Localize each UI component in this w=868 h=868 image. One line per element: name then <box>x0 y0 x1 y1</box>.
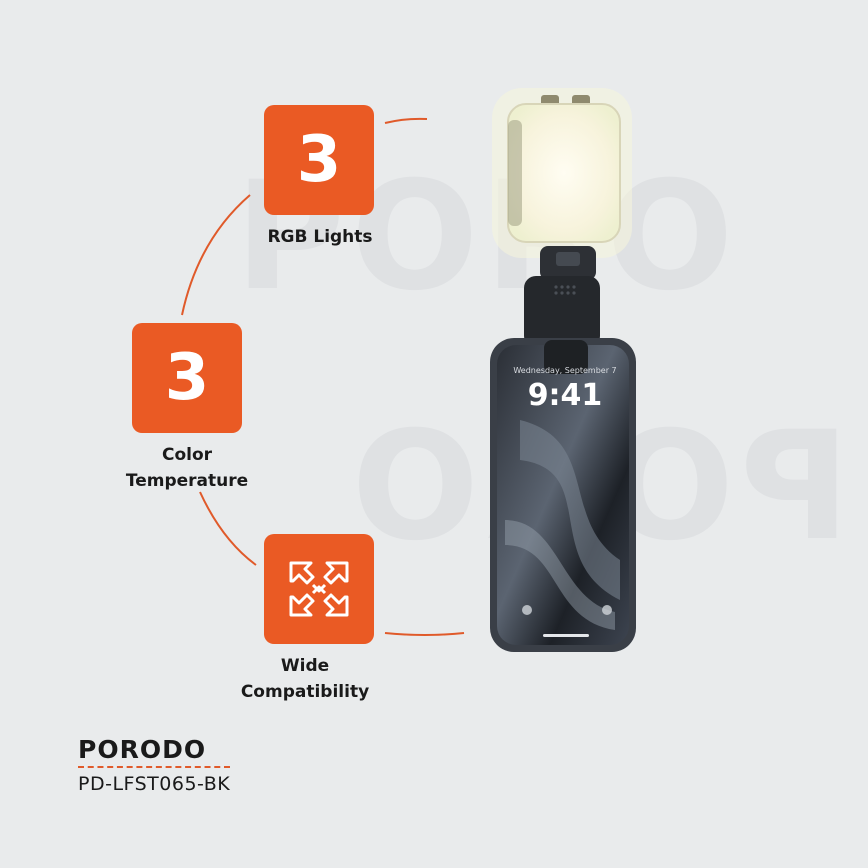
wide-compatibility-label-line1: Wide <box>280 656 330 676</box>
rgb-lights-count: 3 <box>296 123 342 197</box>
wide-compatibility-label-line2: Compatibility <box>240 682 370 702</box>
color-temperature-badge: 3 <box>132 323 242 433</box>
color-temperature-label-line2: Temperature <box>125 471 249 491</box>
wide-compatibility-badge <box>264 534 374 644</box>
flashlight-icon <box>522 605 532 615</box>
phone-date: Wednesday, September 7 <box>513 366 617 375</box>
phone-home-bar <box>543 634 589 637</box>
light-panel <box>507 103 621 243</box>
light-grip <box>508 120 522 226</box>
rgb-lights-label: RGB Lights <box>267 227 373 247</box>
compress-arrows-icon <box>289 561 349 617</box>
rgb-lights-badge: 3 <box>264 105 374 215</box>
color-temperature-label-line1: Color <box>161 445 213 465</box>
clip-body <box>524 276 600 348</box>
wide-compatibility-label: Wide Compatibility <box>232 653 378 705</box>
phone-clock: 9:41 <box>527 378 603 413</box>
clip-tab <box>544 340 588 374</box>
color-temperature-label: Color Temperature <box>112 442 262 494</box>
brand-logo: PORODO <box>78 735 207 764</box>
model-number: PD-LFST065-BK <box>78 773 231 795</box>
camera-icon <box>602 605 612 615</box>
color-temperature-count: 3 <box>164 341 210 415</box>
brand-divider <box>78 766 230 768</box>
